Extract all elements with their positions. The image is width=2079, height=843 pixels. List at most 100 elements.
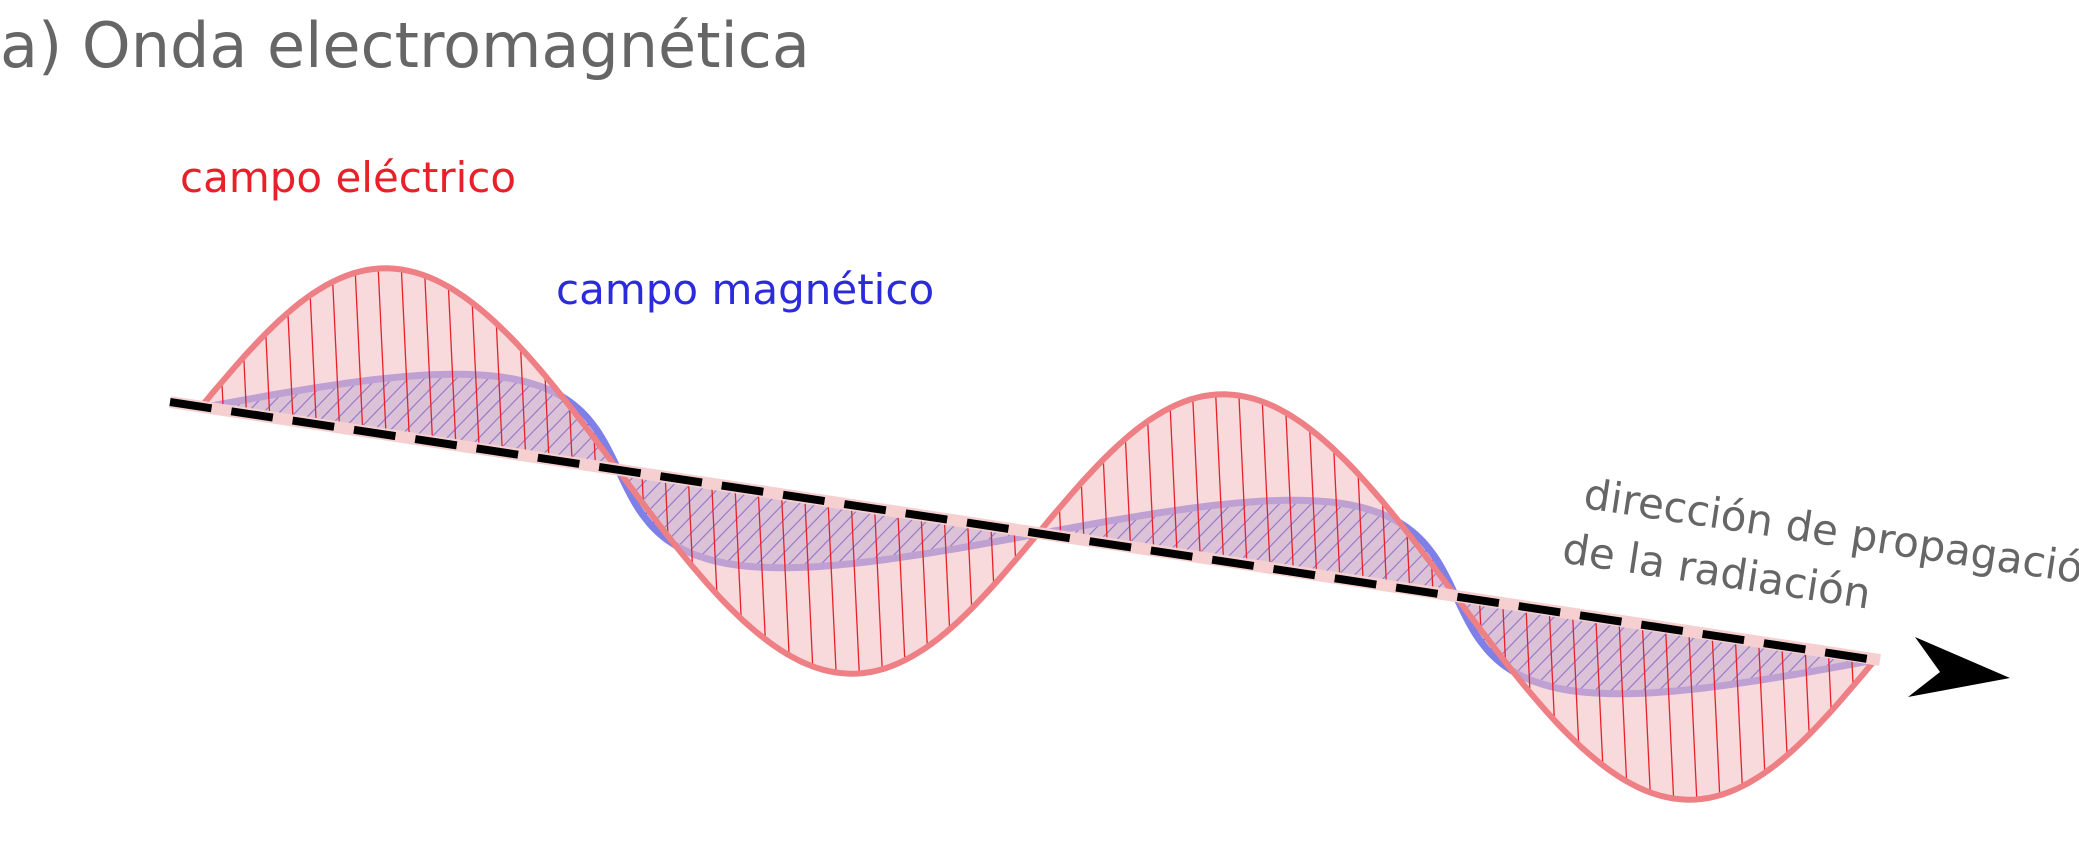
electric-field-vector-line [897, 512, 906, 661]
electric-field-vector-line [711, 484, 718, 595]
magnetic-field-hatch-line [2056, 180, 2079, 760]
magnetic-field-hatch-line [2024, 180, 2079, 760]
magnetic-field-hatch-line [0, 180, 72, 760]
magnetic-field-hatch-line [2072, 180, 2079, 760]
electric-field-vector-line [447, 286, 457, 447]
electric-field-vector-line [424, 275, 434, 444]
electric-field-vector-line [804, 498, 814, 667]
electric-field-label: campo eléctrico [180, 153, 516, 202]
electric-field-vector-line [1525, 607, 1531, 693]
electric-field-vector-line [1595, 617, 1604, 766]
magnetic-field-hatch-line [0, 180, 152, 760]
electric-field-vector-line [1215, 394, 1225, 563]
electric-field-vector-line [1124, 438, 1132, 549]
magnetic-field-hatch-line [200, 374, 569, 694]
electric-field-vector-line [1711, 635, 1721, 796]
electric-field-vector-line [1781, 645, 1788, 756]
electric-field-vector-line [1333, 449, 1341, 580]
electric-field-vector-line [874, 509, 883, 670]
electric-field-vector-line [1357, 473, 1364, 584]
magnetic-field-hatch-line [2008, 180, 2079, 760]
magnetic-field-hatch-line [200, 374, 633, 694]
electric-field-vector-line [519, 347, 527, 458]
magnetic-field-hatch-line [0, 180, 168, 760]
magnetic-field-hatch-line [200, 374, 329, 694]
propagation-axis [169, 398, 1876, 664]
magnetic-field-hatch-line [200, 374, 601, 694]
magnetic-field-label: campo magnético [556, 265, 934, 314]
electric-field-vector-line [1406, 531, 1411, 591]
magnetic-field-hatch-line [200, 374, 425, 694]
electric-field-vector-line [1618, 621, 1628, 782]
electric-field-vector-line [332, 281, 341, 430]
electric-field-vector-line [757, 491, 766, 640]
electric-field-vector-line [1804, 649, 1810, 735]
electric-field-vector-line [1571, 614, 1580, 745]
magnetic-field-hatch-line [200, 374, 521, 694]
electric-field-vector-line [1169, 407, 1178, 556]
electric-field-vector-line [1285, 412, 1295, 573]
magnetic-field-hatch-line [200, 374, 537, 694]
electric-field-vector-line [1758, 642, 1766, 773]
electric-field-vector-line [354, 272, 364, 433]
magnetic-field-hatch-line [200, 374, 265, 694]
electric-field-vector-line [400, 269, 411, 440]
magnetic-field-hatch-line [0, 180, 40, 760]
electric-field-vector-line [309, 295, 317, 426]
electric-field-vector-line [1641, 624, 1651, 793]
magnetic-field-hatch-line [200, 374, 217, 694]
magnetic-field-hatch-line [0, 180, 104, 760]
magnetic-field-hatch-line [0, 180, 120, 760]
electric-field-vector-line [495, 323, 504, 454]
electric-field-vector-line [287, 312, 294, 423]
electric-field-vector-line [990, 526, 995, 586]
electric-field-vector-line [243, 356, 248, 416]
electric-field-vector-line [544, 375, 550, 461]
magnetic-field-hatch-line [2040, 180, 2079, 760]
electric-field-vector-line [568, 405, 573, 465]
electric-field-vector-line [943, 519, 951, 630]
electric-field-vector-line [1688, 631, 1698, 800]
electric-field-vector-line [734, 488, 742, 619]
electric-field-vector-line [1261, 401, 1271, 570]
magnetic-field-hatch-line [200, 374, 489, 694]
electric-field-vector-line [265, 333, 271, 419]
electric-field-vector-line [1734, 638, 1743, 787]
magnetic-field-hatch-line [200, 374, 345, 694]
electric-field-vector-line [1548, 610, 1556, 721]
magnetic-field-hatch-line [200, 374, 393, 694]
electric-field-vector-line [1309, 428, 1318, 577]
magnetic-field-hatch-line [0, 180, 184, 760]
magnetic-field-hatch-line [1992, 180, 2079, 760]
electric-field-vector-line [687, 481, 694, 567]
electric-field-vector-line [850, 505, 860, 674]
electric-field-vector-line [377, 268, 387, 437]
electric-field-vector-line [1381, 501, 1388, 587]
magnetic-field-hatch-line [0, 180, 136, 760]
magnetic-field-hatch-line [200, 374, 553, 694]
electric-field-vector-line [1192, 398, 1201, 559]
magnetic-field-hatch-line [200, 374, 409, 694]
magnetic-field-hatch-line [200, 374, 617, 694]
electric-field-vector-line [1664, 628, 1675, 799]
magnetic-field-hatch-line [200, 374, 313, 694]
magnetic-field-hatch-line [200, 374, 249, 694]
electric-field-vector-line [1102, 459, 1108, 545]
electric-field-vector-line [1502, 603, 1507, 663]
diagram-title: a) Onda electromagnética [0, 9, 810, 82]
electric-field-vector-line [827, 502, 837, 673]
magnetic-field-hatch-line [200, 374, 201, 694]
propagation-arrowhead-icon [1908, 637, 2010, 697]
electric-field-vector-line [920, 516, 928, 647]
magnetic-field-hatch-line [200, 374, 377, 694]
magnetic-field-hatch-line [200, 374, 585, 694]
magnetic-field-hatch-line [200, 374, 361, 694]
magnetic-field-hatch-line [200, 374, 233, 694]
magnetic-field-hatch-line [200, 374, 281, 694]
magnetic-field-hatch-line [200, 374, 505, 694]
electric-field-vector-line [1238, 395, 1248, 566]
electric-field-vector-line [471, 302, 480, 451]
electric-field-vector-line [967, 523, 973, 609]
electric-field-vector-line [664, 477, 669, 537]
